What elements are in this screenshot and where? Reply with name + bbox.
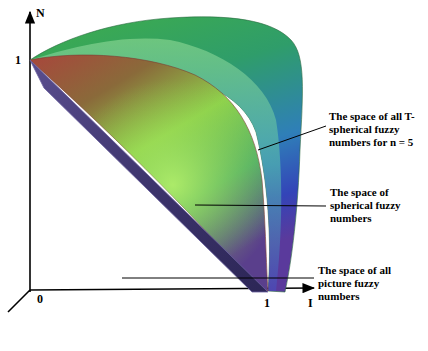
leader-line: [195, 205, 326, 206]
axis-name: N: [36, 6, 45, 20]
origin-label: 0: [37, 292, 43, 306]
t-spherical-surface: [30, 17, 302, 292]
t-spherical-front: [30, 39, 281, 291]
callout-label: The space of all picture fuzzy numbers: [318, 264, 418, 304]
axis-name: I: [308, 296, 313, 310]
axis-tick: 1: [264, 296, 270, 310]
leader-line: [122, 278, 314, 279]
callout-label: The space of spherical fuzzy numbers: [330, 186, 424, 226]
spherical-highlight: [30, 55, 268, 291]
leader-line: [258, 126, 326, 150]
spherical-surface: [30, 55, 268, 291]
axis-tick: 1: [15, 53, 21, 67]
picture-plane: [30, 60, 268, 292]
n-axis: [29, 12, 31, 292]
callout-label: The space of all T-spherical fuzzy numbe…: [329, 110, 425, 150]
third-axis: [8, 290, 30, 312]
